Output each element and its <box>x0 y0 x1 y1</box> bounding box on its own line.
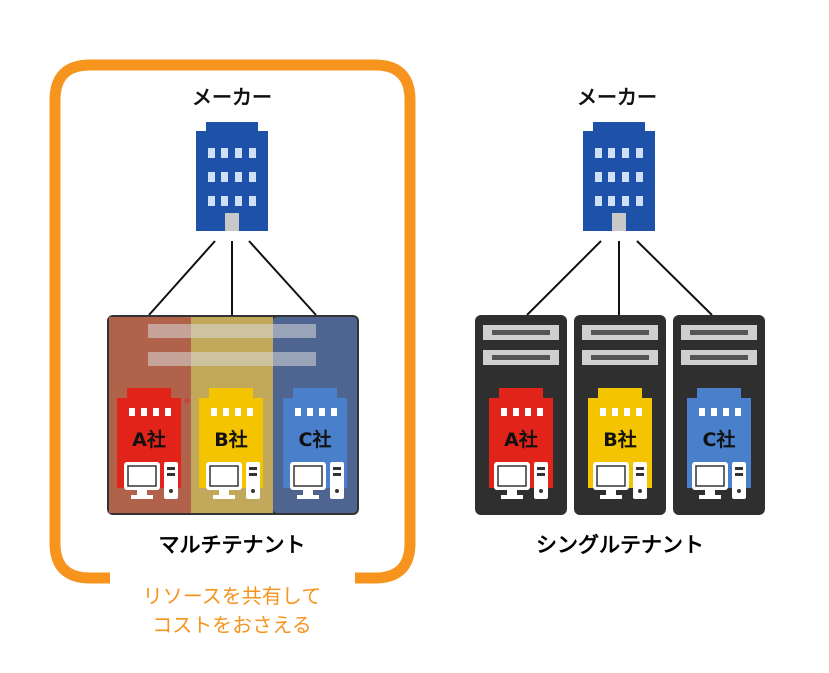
svg-text:B社: B社 <box>214 428 247 451</box>
tenant-a-left: A社 <box>117 388 181 499</box>
svg-text:A社: A社 <box>504 428 538 451</box>
note-line-1: リソースを共有して <box>143 584 321 608</box>
svg-text:C社: C社 <box>703 428 736 451</box>
maker-label-left: メーカー <box>192 85 272 109</box>
single-tenant-caption: シングルテナント <box>536 533 704 557</box>
note-line-2: コストをおさえる <box>152 613 311 637</box>
svg-text:C社: C社 <box>299 428 332 451</box>
maker-building-icon-left <box>196 122 268 231</box>
connection-lines-left <box>149 241 316 315</box>
svg-text:B社: B社 <box>603 428 636 451</box>
svg-text:A社: A社 <box>132 428 166 451</box>
tenant-c-left: C社 <box>283 388 347 499</box>
server-a: A社 <box>475 315 567 515</box>
server-c: C社 <box>673 315 765 515</box>
maker-label-right: メーカー <box>577 85 657 109</box>
multi-tenant-caption: マルチテナント <box>159 533 306 557</box>
tenant-b-left: B社 <box>199 388 263 499</box>
maker-building-icon-right <box>583 122 655 231</box>
server-b: B社 <box>574 315 666 515</box>
connection-lines-right <box>527 241 712 315</box>
